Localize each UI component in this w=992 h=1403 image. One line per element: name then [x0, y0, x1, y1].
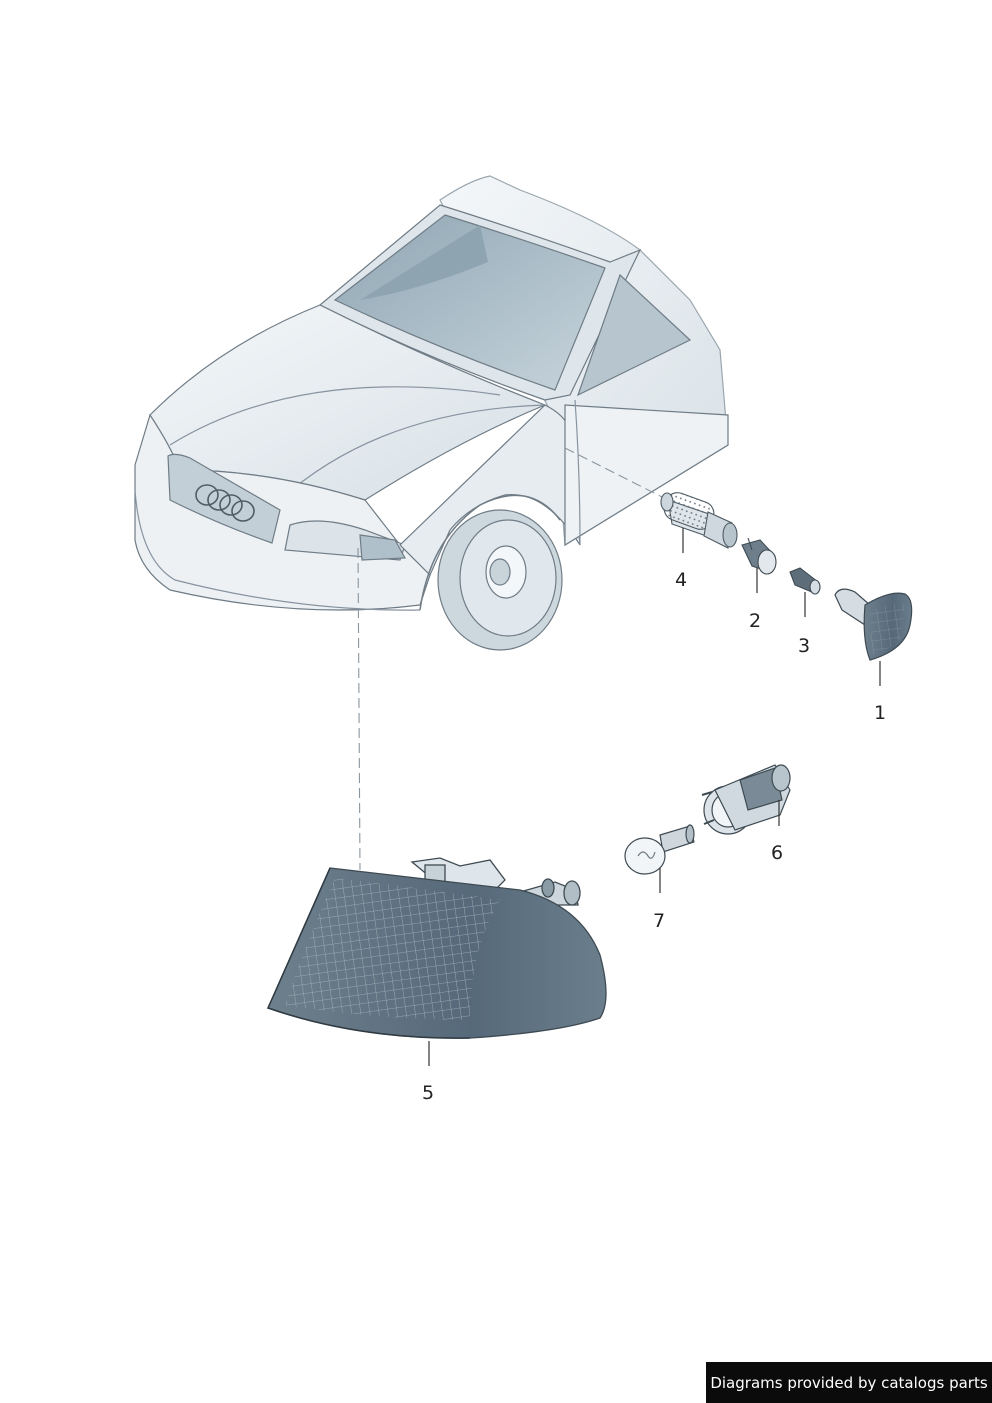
part-7-bulb: [624, 824, 695, 875]
four-rings-logo: [195, 484, 255, 522]
assembly-leader-lines: [357, 447, 669, 871]
part-1-side-marker: [834, 588, 913, 661]
callout-leaders: [428, 528, 881, 1066]
part-5-turn-signal-lamp: [266, 857, 607, 1039]
callout-2: 2: [748, 610, 762, 632]
credit-text: Diagrams provided by catalogs parts: [710, 1373, 988, 1392]
part-2-socket: [741, 537, 777, 575]
part-4-bulb-socket: [660, 492, 738, 549]
part-6-lamp-socket: [701, 764, 791, 835]
part-3-wedge-bulb: [789, 567, 821, 595]
callout-1: 1: [873, 702, 887, 724]
callout-4: 4: [674, 569, 688, 591]
car-illustration: [134, 175, 729, 651]
callout-6: 6: [770, 842, 784, 864]
callout-7: 7: [652, 910, 666, 932]
callout-3: 3: [797, 635, 811, 657]
callout-5: 5: [421, 1082, 435, 1104]
credit-banner: Diagrams provided by catalogs parts: [706, 1362, 992, 1403]
